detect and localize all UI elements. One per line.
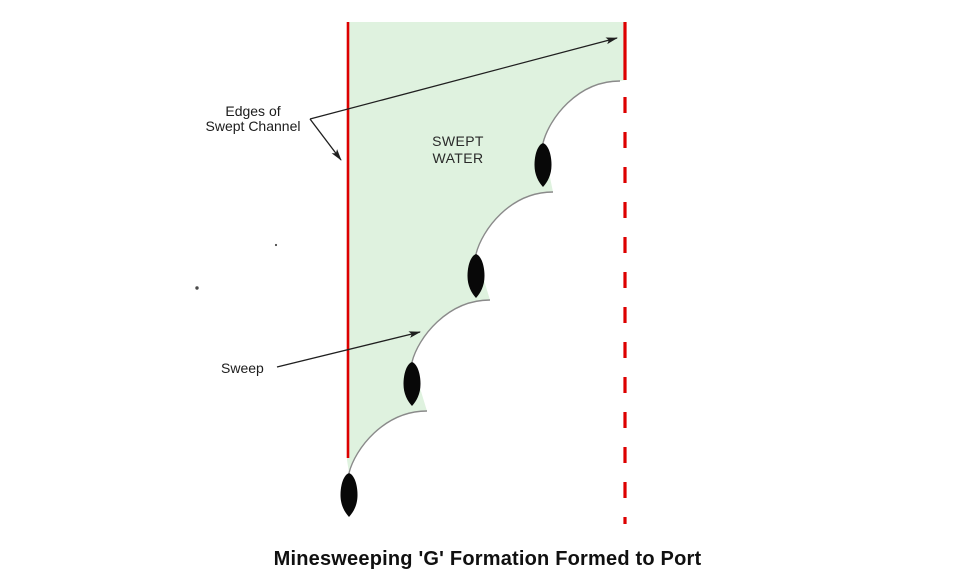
sweep-curve-3 [411, 299, 491, 363]
edges-of-swept-channel-label: Edges of Swept Channel [180, 104, 326, 134]
stray-mark-2 [195, 286, 199, 290]
minesweeper-ship-2 [467, 254, 485, 298]
minesweeper-ship-4 [340, 473, 358, 517]
swept-water-label: SWEPT WATER [398, 133, 518, 167]
minesweeper-ship-3 [403, 362, 421, 406]
edges-label-line2: Swept Channel [205, 118, 301, 134]
sweep-arrow [276, 331, 421, 368]
diagram-title: Minesweeping 'G' Formation Formed to Por… [273, 548, 702, 570]
swept-water-line2: WATER [432, 150, 484, 166]
edges-arrow-to-left-line [309, 118, 342, 161]
stray-mark-1 [274, 243, 278, 247]
swept-water-area [347, 22, 626, 473]
edges-label-line1: Edges of [225, 103, 281, 119]
minesweeper-ship-1 [534, 143, 552, 187]
sweep-curve-4 [348, 410, 428, 474]
sweep-label: Sweep [221, 360, 264, 376]
edges-arrow-to-right-line [309, 37, 618, 120]
sweep-curve-2 [475, 191, 554, 255]
sweep-curve-1 [542, 80, 621, 144]
swept-water-line1: SWEPT [432, 133, 484, 149]
